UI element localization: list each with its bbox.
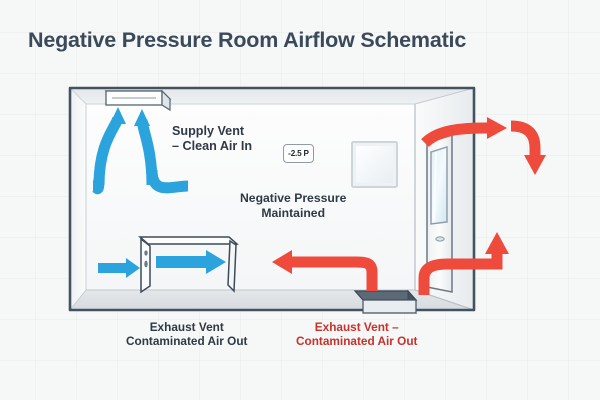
ceiling-plane (70, 88, 474, 104)
upper-exhaust-head-2 (524, 155, 546, 175)
exhaust-vent-left-label: Exhaust Vent Contaminated Air Out (126, 320, 248, 349)
supply-airflow-tails (91, 169, 189, 195)
floor-arrow-large (156, 250, 226, 274)
floor-arrow-large-stem (156, 256, 206, 268)
right-exhaust-lower-stem (418, 252, 503, 295)
table-top (138, 236, 239, 245)
supply-tail-2 (146, 169, 189, 194)
floor-arrow-large-head (206, 250, 226, 274)
right-wall-door (426, 133, 453, 293)
interior-exhaust-stem (290, 256, 378, 291)
door-handle (435, 236, 445, 242)
grille-face (353, 290, 418, 301)
patient-bed-table (138, 236, 239, 294)
floor-supply-arrows (98, 250, 226, 278)
pressure-badge-value: -2.5 P (288, 149, 309, 158)
floor-exhaust-grille (353, 289, 418, 315)
right-exhaust-arrow-lower (418, 232, 509, 295)
negative-pressure-label: Negative Pressure Maintained (240, 191, 347, 220)
back-wall-window-panel (351, 141, 398, 188)
table-bracket-lower (144, 260, 148, 268)
floor-arrow-small-stem (98, 263, 126, 273)
room-outer-frame (68, 86, 476, 312)
exhaust-vent-right-label: Exhaust Vent – Contaminated Air Out (296, 320, 418, 349)
supply-arrowhead-2 (134, 109, 150, 126)
diffuser-side-face (161, 89, 171, 112)
edge-ceil-left (69, 87, 87, 105)
edge-ceil-right (414, 87, 475, 105)
edge-floor-left (69, 289, 87, 311)
supply-airflow-arrowheads (110, 107, 150, 126)
interior-exhaust-arrow (272, 250, 378, 291)
ceiling-supply-diffuser (104, 89, 172, 112)
floor-arrow-small-head (126, 258, 140, 278)
grille-duct (362, 299, 417, 314)
table-bracket-upper (144, 250, 148, 256)
upper-exhaust-stem-2 (510, 120, 541, 157)
supply-vent-label: Supply Vent – Clean Air In (172, 124, 253, 154)
supply-tail-1 (91, 177, 105, 195)
supply-arrowhead-1 (110, 107, 126, 124)
pressure-badge: -2.5 P (283, 144, 314, 163)
interior-exhaust-head (272, 250, 292, 274)
upper-exhaust-head-1 (487, 117, 507, 139)
floor-arrow-small (98, 258, 140, 278)
left-side-wall (70, 88, 86, 310)
upper-exhaust-arrow-1 (421, 117, 507, 148)
door-pane-highlight (432, 151, 438, 223)
window-glass (356, 146, 393, 183)
figure-title: Negative Pressure Room Airflow Schematic (28, 28, 467, 52)
upper-exhaust-stem-1 (421, 122, 488, 148)
table-right-leg (227, 239, 237, 293)
right-exhaust-lower-head (485, 232, 509, 254)
upper-exhaust-arrow-2 (510, 120, 546, 175)
